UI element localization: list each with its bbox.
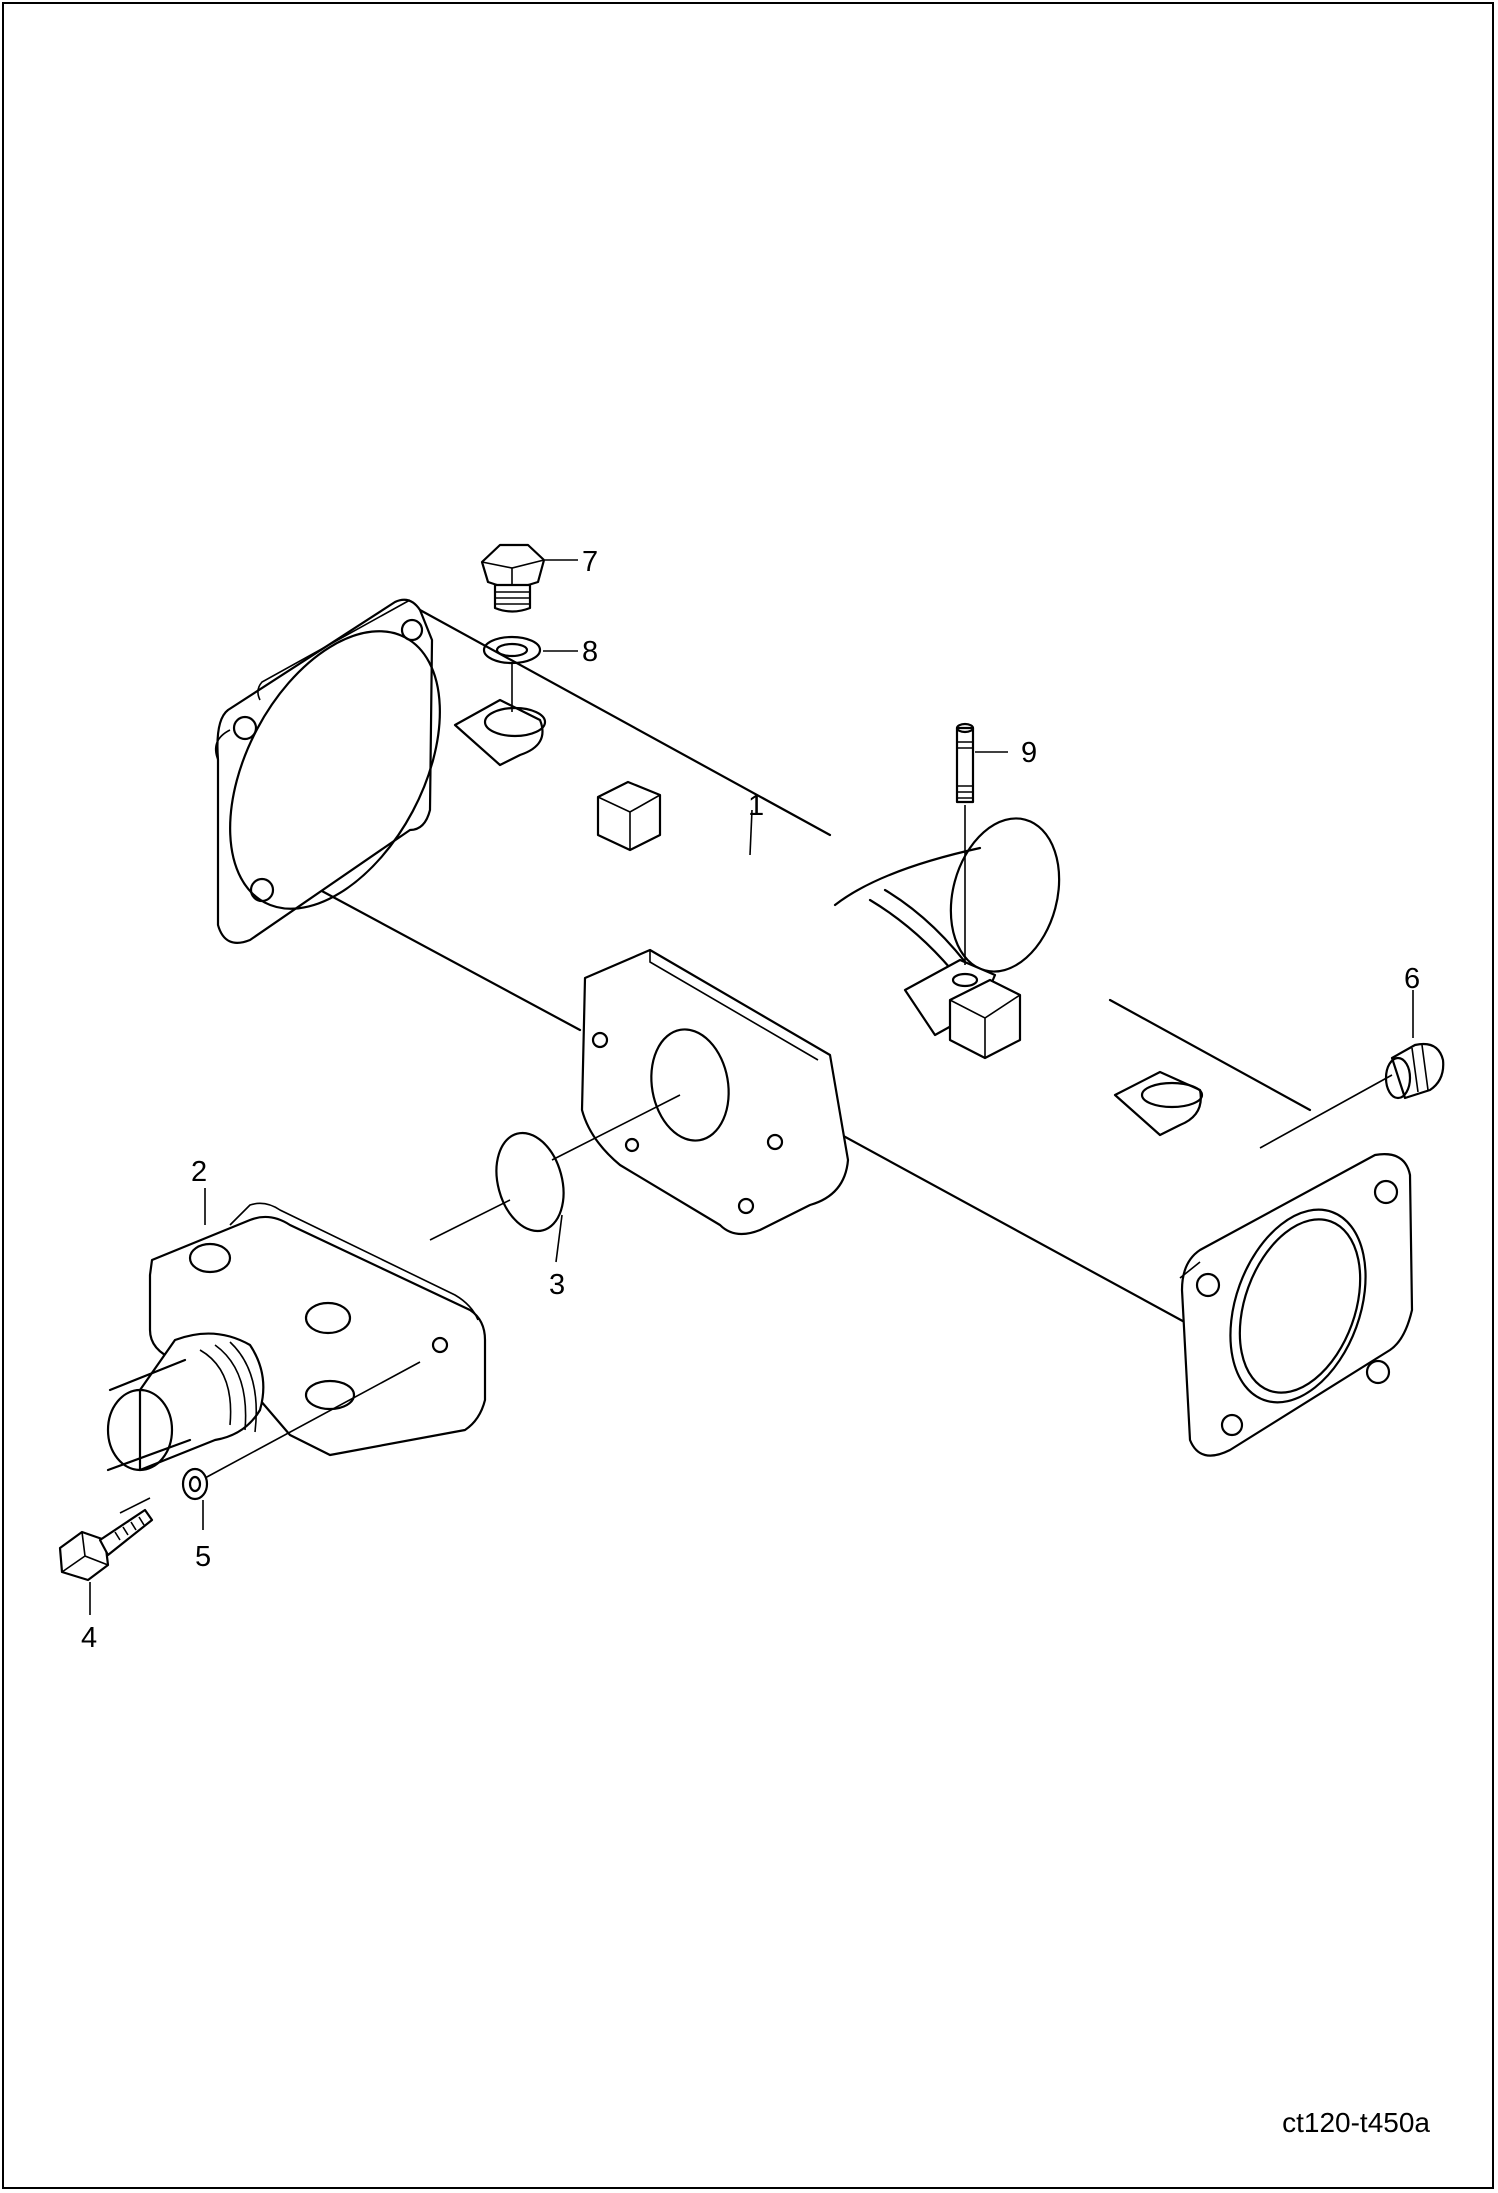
callout-1: 1 [748,790,764,822]
lock-washer [181,1467,209,1501]
callout-4: 4 [81,1622,97,1654]
callout-7: 7 [582,546,598,578]
figure-id: ct120-t450a [1282,2107,1430,2138]
axle-housing [214,598,1414,1457]
fitting [1384,1042,1445,1100]
callout-5: 5 [195,1541,211,1573]
stud [955,722,975,804]
callout-8: 8 [582,636,598,668]
callout-2: 2 [191,1156,207,1188]
o-ring [495,1131,565,1233]
plug [480,543,546,613]
bolt [58,1508,154,1582]
pivot-bracket [106,1202,487,1472]
leader-lines [89,559,1414,1615]
callout-9: 9 [1021,737,1037,769]
callout-3: 3 [549,1269,565,1301]
callout-6: 6 [1404,963,1420,995]
